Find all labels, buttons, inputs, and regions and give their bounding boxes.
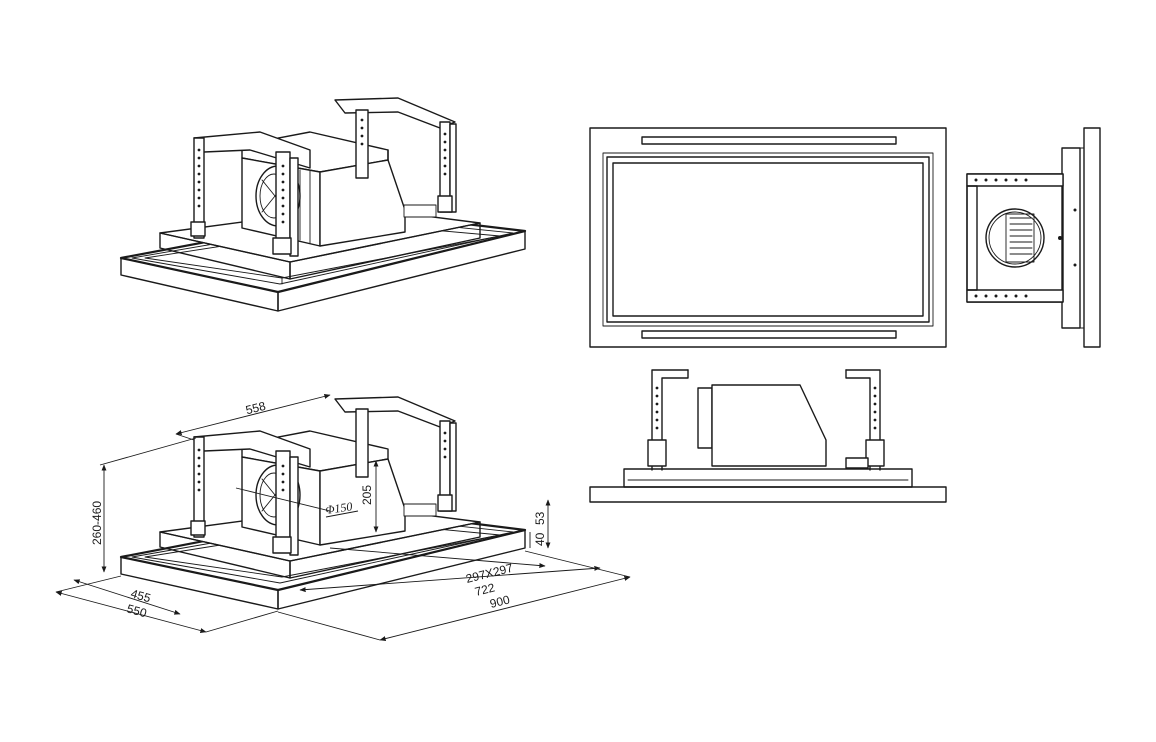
- mounting-brackets: [190, 97, 457, 257]
- isometric-view: [119, 97, 527, 312]
- dim-558: 558: [244, 399, 267, 418]
- side-view: [966, 127, 1101, 348]
- dim-205: 205: [360, 485, 374, 505]
- bracket-holes: [197, 118, 447, 224]
- dim-260-460: 260-460: [90, 501, 104, 545]
- front-view: [589, 369, 947, 503]
- motor-housing: [241, 430, 437, 546]
- dimension-lines: [55, 393, 631, 642]
- dimensioned-isometric-view: 558 260-460 205 Φ150 53 40 297X297 722 9…: [55, 393, 631, 642]
- top-view: [589, 127, 947, 348]
- dim-phi150: Φ150: [324, 499, 353, 517]
- dim-455: 455: [129, 586, 152, 605]
- mounting-brackets: [190, 396, 457, 556]
- dim-40: 40: [533, 532, 547, 546]
- dim-550: 550: [125, 601, 148, 620]
- dim-722: 722: [473, 580, 496, 599]
- dim-900: 900: [488, 592, 511, 611]
- dim-53: 53: [533, 511, 547, 525]
